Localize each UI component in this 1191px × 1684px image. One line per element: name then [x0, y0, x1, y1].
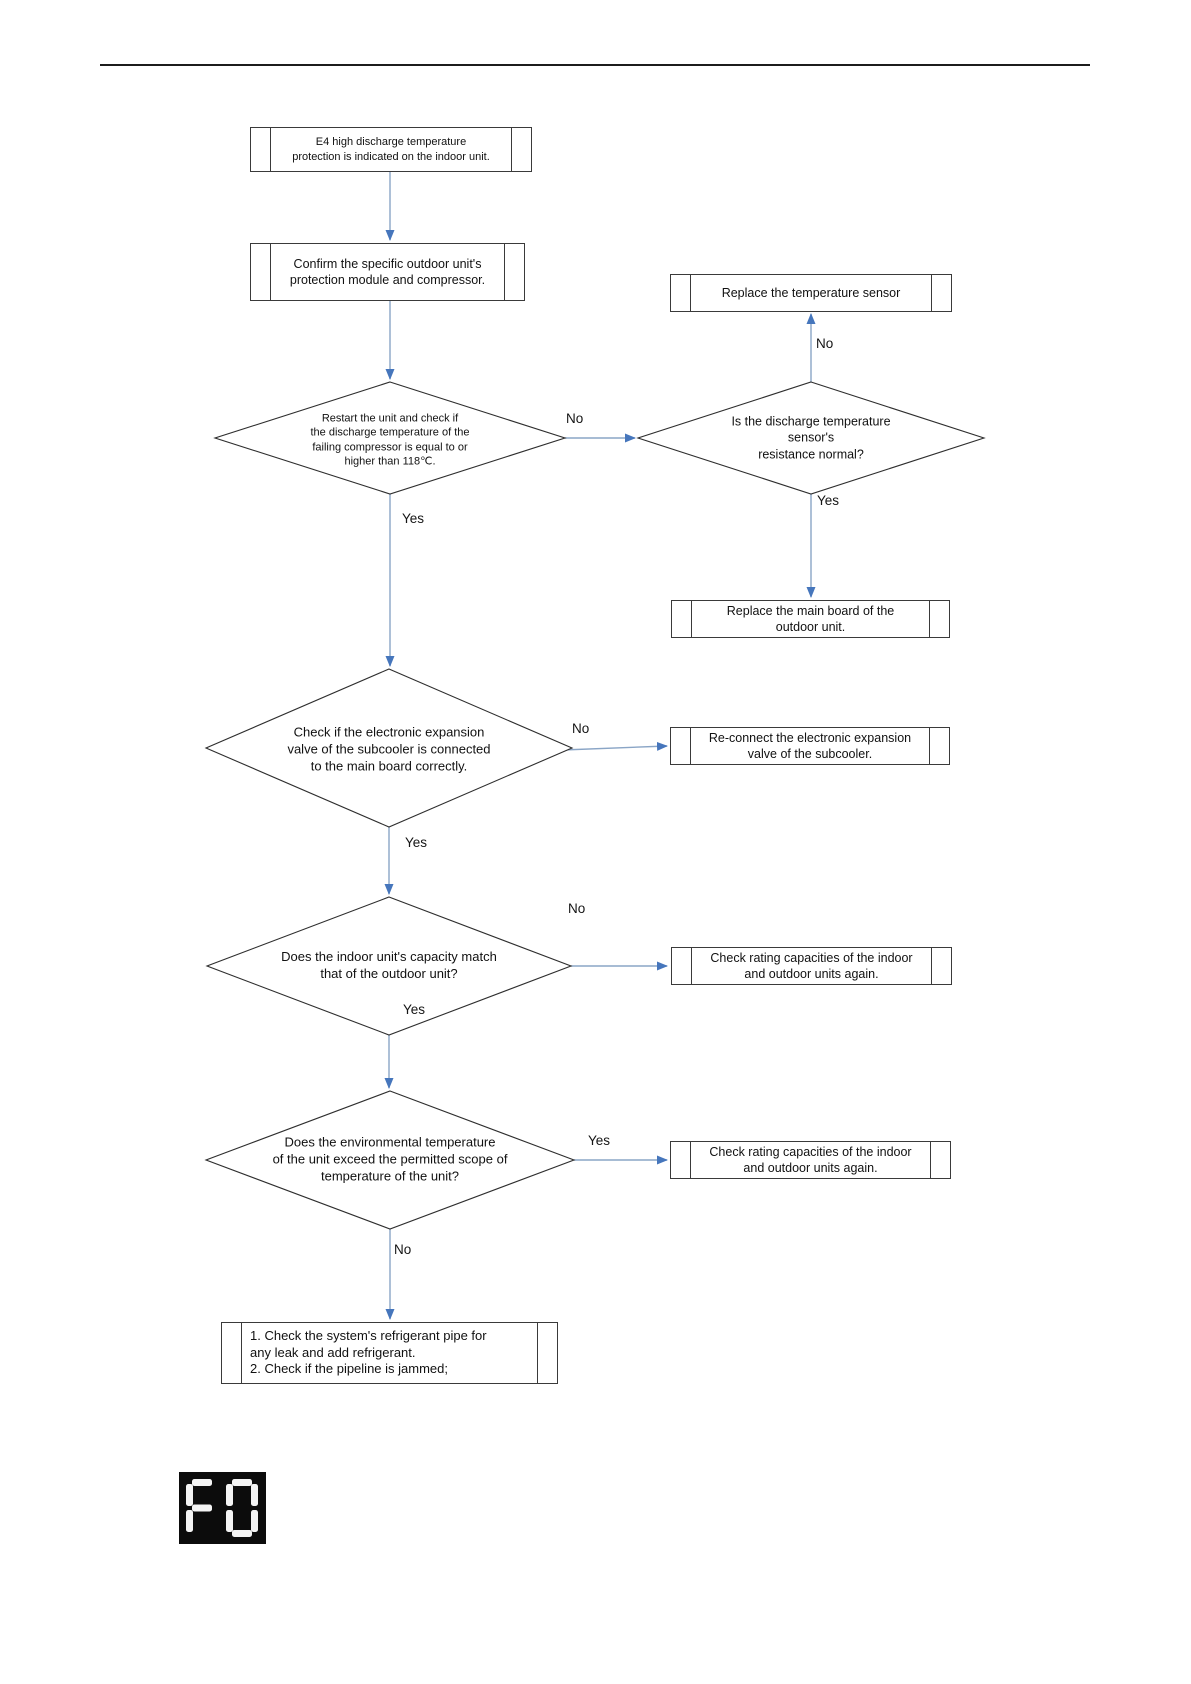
node-label: Check rating capacities of the indoor an…	[710, 951, 913, 981]
node-label: E4 high discharge temperature protection…	[292, 136, 490, 163]
decision-restart-label: Restart the unit and check if the discha…	[310, 412, 470, 468]
decision-eev-diamond	[204, 668, 574, 828]
node-label: Replace the main board of the outdoor un…	[726, 604, 895, 634]
edge-label-eev-yes: Yes	[405, 835, 428, 850]
decision-eev-label: Check if the electronic expansion valve …	[287, 724, 491, 774]
edge-label-sensor-yes: Yes	[817, 493, 840, 508]
arrow-eev-no	[562, 741, 668, 751]
decision-capacity-label: Does the indoor unit's capacity match th…	[281, 949, 497, 981]
page-divider	[100, 64, 1090, 66]
node-check-refrigerant-pipe: 1. Check the system's refrigerant pipe f…	[221, 1322, 558, 1384]
flow-arrows	[384, 172, 816, 1320]
node-e4-protection: E4 high discharge temperature protection…	[250, 127, 532, 172]
error-code-display	[179, 1472, 266, 1544]
decision-restart-diamond	[213, 381, 567, 495]
edge-label-capacity-no: No	[568, 901, 586, 916]
node-check-rating-capacities-1: Check rating capacities of the indoor an…	[671, 947, 952, 985]
decision-env-temp-label: Does the environmental temperature of th…	[272, 1134, 508, 1184]
edge-label-restart-no: No	[566, 411, 584, 426]
decision-env-temp-diamond	[204, 1090, 576, 1230]
edge-label-eev-no: No	[572, 721, 590, 736]
edge-label-restart-yes: Yes	[402, 511, 425, 526]
node-reconnect-eev: Re-connect the electronic expansion valv…	[670, 727, 950, 765]
node-replace-temperature-sensor: Replace the temperature sensor	[670, 274, 952, 312]
node-label: Replace the temperature sensor	[721, 286, 901, 300]
edge-label-capacity-yes: Yes	[403, 1002, 426, 1017]
node-replace-main-board: Replace the main board of the outdoor un…	[671, 600, 950, 638]
decision-diamonds	[204, 381, 986, 1230]
node-label: Check rating capacities of the indoor an…	[709, 1145, 912, 1175]
node-confirm-module: Confirm the specific outdoor unit's prot…	[250, 243, 525, 301]
node-label: 1. Check the system's refrigerant pipe f…	[250, 1328, 487, 1377]
node-label: Re-connect the electronic expansion valv…	[708, 731, 912, 761]
node-check-rating-capacities-2: Check rating capacities of the indoor an…	[670, 1141, 951, 1179]
node-label: Confirm the specific outdoor unit's prot…	[289, 257, 486, 287]
edge-label-env-yes: Yes	[588, 1133, 611, 1148]
decision-capacity-diamond	[205, 896, 573, 1036]
seven-segment-digits	[186, 1479, 258, 1537]
edge-label-env-no: No	[394, 1242, 412, 1257]
edge-label-sensor-no: No	[816, 336, 834, 351]
decision-sensor-diamond	[636, 381, 986, 495]
decision-sensor-label: Is the discharge temperature sensor's re…	[731, 414, 891, 462]
